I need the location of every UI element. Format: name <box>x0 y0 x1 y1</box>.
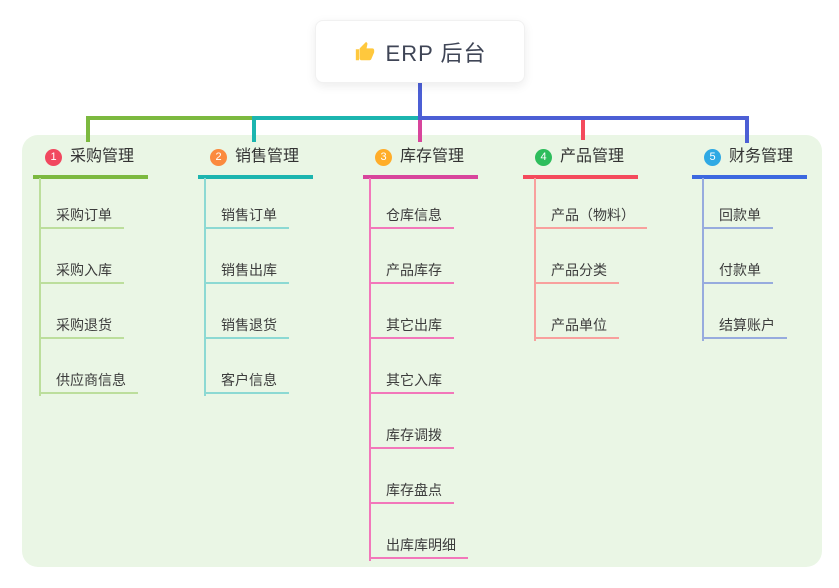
child-node[interactable]: 销售出库 <box>204 258 289 284</box>
branch-header-inventory[interactable]: 3 库存管理 <box>363 146 479 179</box>
child-node[interactable]: 回款单 <box>702 203 773 229</box>
child-node[interactable]: 采购入库 <box>39 258 124 284</box>
root-node-label: ERP 后台 <box>385 40 487 66</box>
connector-blue-h <box>418 116 749 120</box>
branch-badge: 5 <box>704 148 721 166</box>
child-node[interactable]: 仓库信息 <box>369 203 454 229</box>
child-node[interactable]: 其它出库 <box>369 313 454 339</box>
connector-red-drop <box>581 120 585 140</box>
child-node[interactable]: 供应商信息 <box>39 368 138 394</box>
branch-header-purchase[interactable]: 1 采购管理 <box>33 146 149 179</box>
child-node[interactable]: 客户信息 <box>204 368 289 394</box>
child-node[interactable]: 采购退货 <box>39 313 124 339</box>
child-node[interactable]: 采购订单 <box>39 203 124 229</box>
child-node[interactable]: 产品库存 <box>369 258 454 284</box>
root-node[interactable]: ERP 后台 <box>315 20 525 83</box>
connector-teal-h <box>252 116 418 120</box>
branch-child-line <box>369 178 371 561</box>
connector-green-drop <box>86 116 90 142</box>
connector-teal-drop <box>252 116 256 142</box>
branch-child-line <box>204 178 206 396</box>
child-node[interactable]: 库存盘点 <box>369 478 454 504</box>
branch-badge: 2 <box>210 148 227 166</box>
branches-panel <box>22 135 822 567</box>
branch-header-sales[interactable]: 2 销售管理 <box>198 146 314 179</box>
child-node[interactable]: 付款单 <box>702 258 773 284</box>
branch-header-product[interactable]: 4 产品管理 <box>523 146 639 179</box>
branch-label: 销售管理 <box>235 148 300 165</box>
child-node[interactable]: 结算账户 <box>702 313 787 339</box>
child-node[interactable]: 产品分类 <box>534 258 619 284</box>
root-connector-line <box>418 83 422 120</box>
connector-green-h <box>86 116 252 120</box>
branch-label: 采购管理 <box>70 148 135 165</box>
thumbs-up-icon <box>354 41 376 63</box>
child-node[interactable]: 出库库明细 <box>369 533 468 559</box>
branch-header-finance[interactable]: 5 财务管理 <box>692 146 808 179</box>
child-node[interactable]: 产品单位 <box>534 313 619 339</box>
branch-label: 财务管理 <box>729 148 794 165</box>
child-node[interactable]: 产品（物料） <box>534 203 647 229</box>
connector-blue-drop <box>745 116 749 143</box>
child-node[interactable]: 销售退货 <box>204 313 289 339</box>
child-node[interactable]: 库存调拨 <box>369 423 454 449</box>
branch-badge: 3 <box>375 148 392 166</box>
child-node[interactable]: 销售订单 <box>204 203 289 229</box>
branch-child-line <box>702 178 704 341</box>
connector-magenta-drop <box>418 120 422 142</box>
branch-label: 产品管理 <box>560 148 625 165</box>
branch-label: 库存管理 <box>400 148 465 165</box>
branch-child-line <box>39 178 41 396</box>
branch-badge: 1 <box>45 148 62 166</box>
branch-badge: 4 <box>535 148 552 166</box>
child-node[interactable]: 其它入库 <box>369 368 454 394</box>
branch-child-line <box>534 178 536 341</box>
